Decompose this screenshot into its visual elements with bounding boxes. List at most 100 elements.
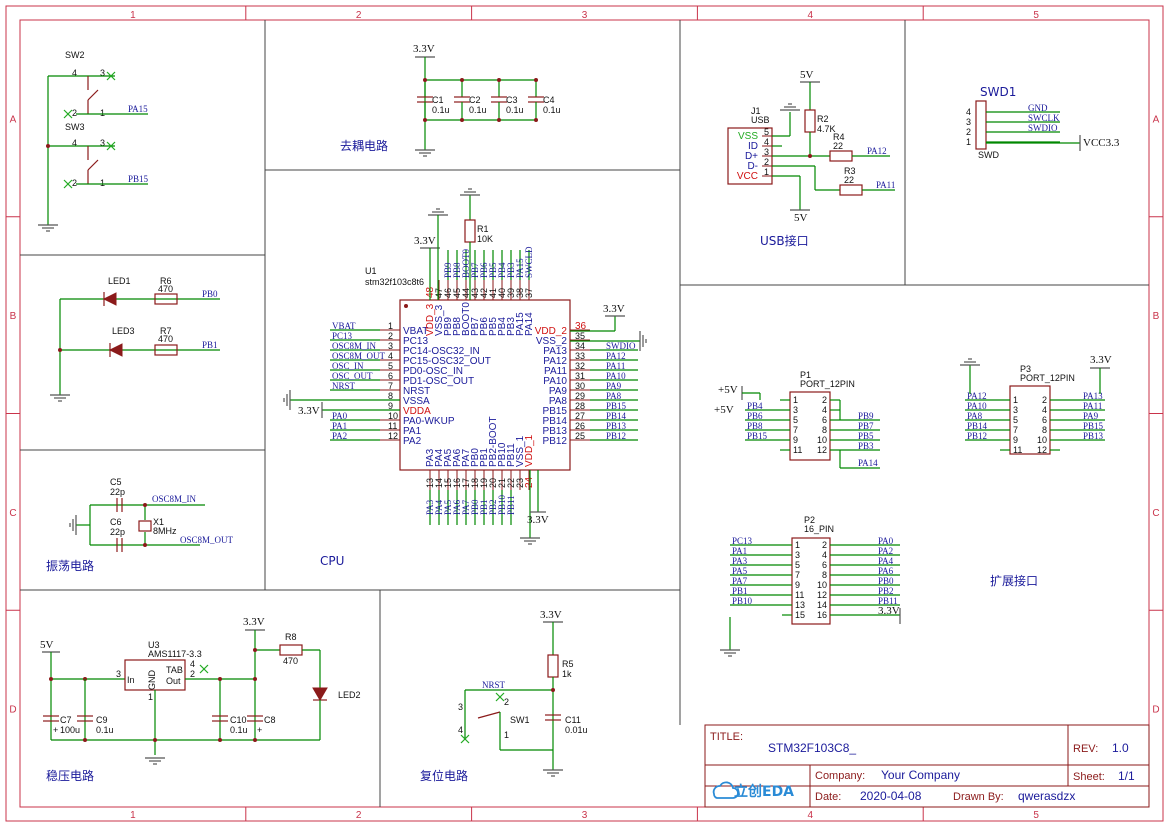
c10-value: 0.1u bbox=[230, 725, 248, 735]
p2-left-net: PA5 bbox=[732, 566, 748, 576]
frame-col-label: 1 bbox=[130, 810, 136, 821]
sw1-p2: 2 bbox=[504, 697, 509, 707]
expansion-section-title: 扩展接口 bbox=[990, 573, 1038, 588]
p3-right-net: PB15 bbox=[1083, 421, 1104, 431]
mcu-top-pin-num: 38 bbox=[515, 288, 525, 298]
mcu-bottom-net: PA6 bbox=[452, 499, 462, 515]
sw2-pin2: 2 bbox=[72, 108, 77, 118]
p1-right-pin-num: 2 bbox=[822, 395, 827, 405]
p3-left-pin-num: 3 bbox=[1013, 405, 1018, 415]
mcu-bottom-pin-num: 22 bbox=[506, 478, 516, 488]
mcu-top-net: PA15 bbox=[515, 258, 525, 278]
led3-net: PB1 bbox=[202, 340, 218, 350]
u3-pin-in: In bbox=[127, 675, 135, 685]
led-block: LED1 LED3 R6 470 R7 470 PB0 PB1 bbox=[50, 276, 220, 402]
mcu-right-pin-num: 32 bbox=[575, 361, 585, 371]
frame-col-label: 4 bbox=[808, 10, 814, 21]
mcu-top-pin-name: BOOT0 bbox=[461, 302, 472, 336]
usb-pin-num: 5 bbox=[764, 127, 769, 137]
mcu-top-pin-num: 40 bbox=[497, 288, 507, 298]
p1-left-pin-num: 9 bbox=[793, 435, 798, 445]
u3-n2: 2 bbox=[190, 669, 195, 679]
mcu-left-pin-num: 2 bbox=[388, 331, 393, 341]
usb-supply: 5V bbox=[800, 69, 814, 81]
swd-ref: SWD1 bbox=[980, 85, 1016, 99]
mcu-top-pin-name: PB5 bbox=[488, 317, 499, 336]
mcu-bottom-pin-num: 14 bbox=[434, 478, 444, 488]
title-label: TITLE: bbox=[710, 731, 743, 743]
swd-pin-num: 4 bbox=[966, 107, 971, 117]
mcu-right-pin-name: PA12 bbox=[543, 356, 567, 367]
p2-left-pin-num: 9 bbox=[795, 580, 800, 590]
usb-pin-name: ID bbox=[748, 141, 758, 152]
u3-ref: U3 bbox=[148, 640, 160, 650]
p2-left-pin-num: 7 bbox=[795, 570, 800, 580]
mcu-right-pin-num: 31 bbox=[575, 371, 585, 381]
mcu-right-pin-name: PA10 bbox=[543, 376, 567, 387]
p2-ref: P2 bbox=[804, 515, 815, 525]
mcu-right-pin-name: VDD_2 bbox=[535, 326, 568, 337]
swd-name: SWD bbox=[978, 150, 999, 160]
mcu-right-pin-num: 36 bbox=[575, 321, 587, 332]
c5-ref: C5 bbox=[110, 477, 122, 487]
c11-ref: C11 bbox=[565, 715, 581, 725]
mcu-right-pin-num: 27 bbox=[575, 411, 585, 421]
p3-left-pin-num: 11 bbox=[1013, 445, 1022, 455]
p2-left-pin-num: 5 bbox=[795, 560, 800, 570]
mcu-left-pin-name: PC13 bbox=[403, 336, 428, 347]
c6-value: 22p bbox=[110, 527, 125, 537]
mcu-top-pin-name: PB4 bbox=[497, 317, 508, 336]
mcu-left-pin-name: PC14-OSC32_IN bbox=[403, 346, 480, 357]
mcu-right-pin-num: 30 bbox=[575, 381, 585, 391]
x1-value: 8MHz bbox=[153, 526, 177, 536]
mcu-bottom-pin-name: PA4 bbox=[434, 448, 445, 467]
mcu-left-pin-name: PA2 bbox=[403, 436, 422, 447]
mcu-top-pin-num: 44 bbox=[461, 288, 471, 298]
p3-right-net: PA13 bbox=[1083, 391, 1103, 401]
mcu-left-net: PC13 bbox=[332, 331, 353, 341]
r5-value: 1k bbox=[562, 669, 572, 679]
mcu-top-pin-num: 45 bbox=[452, 288, 462, 298]
u3-n1: 1 bbox=[148, 692, 153, 702]
mcu-left-pin-name: VBAT bbox=[403, 326, 428, 337]
u3-n4: 4 bbox=[190, 659, 195, 669]
mcu-top-pin-num: 41 bbox=[488, 288, 498, 298]
decap-ref: C2 bbox=[469, 95, 481, 105]
mcu-bottom-pin-name: PA7 bbox=[461, 448, 472, 467]
p3-ref: P3 bbox=[1020, 364, 1031, 374]
mcu-top-net: PB6 bbox=[479, 262, 489, 278]
mcu-right-net: SWDIO bbox=[606, 341, 636, 351]
p3-left-pin-num: 1 bbox=[1013, 395, 1018, 405]
oscillator-block: C5 22p C6 22p X1 8MHz OSC8M_IN OSC8M_OUT bbox=[69, 477, 234, 552]
mcu-right-pin-num: 35 bbox=[575, 331, 585, 341]
sw2-pin1: 1 bbox=[100, 108, 105, 118]
mcu-left-pin-num: 5 bbox=[388, 361, 393, 371]
mcu-top-net: PB9 bbox=[443, 262, 453, 278]
sw2-pin4: 4 bbox=[72, 68, 77, 78]
ground-icon bbox=[960, 358, 980, 366]
usb-pin-num: 4 bbox=[764, 137, 769, 147]
mcu-right-net: PB12 bbox=[606, 431, 626, 441]
mcu-bottom-net: PB0 bbox=[470, 499, 480, 515]
ground-icon bbox=[720, 649, 740, 657]
mcu-top-pin-num: 46 bbox=[443, 288, 453, 298]
mcu-left-pin-num: 12 bbox=[388, 431, 398, 441]
regulator-section-title: 稳压电路 bbox=[46, 768, 94, 783]
p2-right-net: PA6 bbox=[878, 566, 894, 576]
switch-block: SW2 4 3 2 1 PA15 SW3 4 3 2 1 PB15 bbox=[38, 50, 149, 232]
mcu-bottom-pin-num: 15 bbox=[443, 478, 453, 488]
sheet-label: Sheet: bbox=[1073, 771, 1105, 783]
mcu-bottom-pin-num: 19 bbox=[479, 478, 489, 488]
frame-row-label: A bbox=[10, 114, 17, 125]
section-dividers bbox=[20, 20, 1149, 807]
decap-value: 0.1u bbox=[506, 105, 524, 115]
decap-ref: C4 bbox=[543, 95, 555, 105]
usb-section-title: USB接口 bbox=[760, 233, 809, 248]
mcu-right-pin-name: PA9 bbox=[549, 386, 568, 397]
mcu-left-pin-num: 1 bbox=[388, 321, 393, 331]
mcu-top-pin-name: PA14 bbox=[524, 312, 535, 336]
mcu-bottom-pin-name: PB2-BOOT bbox=[488, 416, 499, 467]
